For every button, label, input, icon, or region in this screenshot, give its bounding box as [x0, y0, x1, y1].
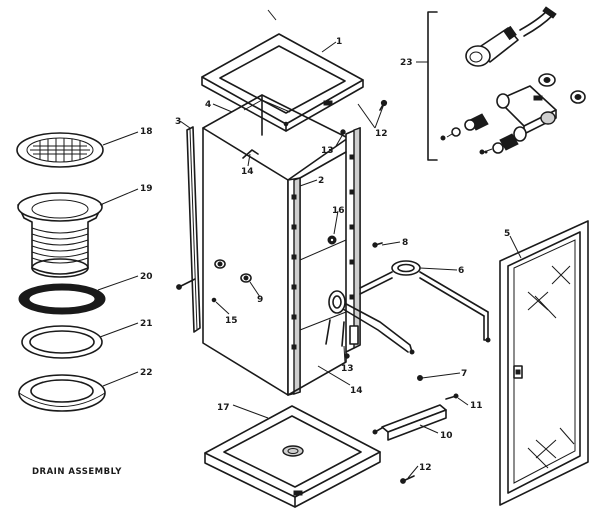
drain-gasket [18, 283, 106, 315]
callout-4: 4 [205, 100, 211, 110]
callout-9: 9 [257, 295, 263, 305]
callout-13-top: 13 [321, 146, 334, 156]
base-pan [204, 405, 381, 508]
trim-strip [186, 126, 201, 333]
drain-washer [21, 325, 103, 359]
callout-16: 16 [332, 206, 345, 216]
callout-13-bottom: 13 [341, 364, 354, 374]
callout-6: 6 [458, 266, 464, 276]
shower-fittings [427, 6, 586, 161]
top-rim-frame [201, 33, 364, 132]
drain-locknut [18, 374, 106, 412]
drain-assembly-caption: DRAIN ASSEMBLY [32, 467, 122, 477]
drain-strainer [16, 132, 104, 168]
callout-19: 19 [140, 184, 153, 194]
callout-5: 5 [504, 229, 510, 239]
shower-door [499, 220, 589, 506]
callout-12-top: 12 [375, 129, 388, 139]
drain-body [17, 192, 103, 278]
callout-leaders [179, 9, 522, 479]
callout-14-top: 14 [241, 167, 254, 177]
callout-17: 17 [217, 403, 230, 413]
callout-10: 10 [440, 431, 453, 441]
callout-labels: 1 2 3 4 5 6 7 8 9 10 11 12 12 13 13 14 1… [140, 37, 510, 473]
cabinet-body [202, 94, 361, 396]
callout-12-bottom: 12 [419, 463, 432, 473]
callout-2: 2 [318, 176, 324, 186]
callout-14-bottom: 14 [350, 386, 363, 396]
drain-leaders [97, 131, 139, 387]
callout-11: 11 [470, 401, 483, 411]
callout-22: 22 [140, 368, 153, 378]
callout-21: 21 [140, 319, 153, 329]
callout-1: 1 [336, 37, 342, 47]
callout-7: 7 [461, 369, 467, 379]
callout-18: 18 [140, 127, 153, 137]
callout-23: 23 [400, 58, 413, 68]
piping-frame [325, 260, 491, 381]
callout-20: 20 [140, 272, 153, 282]
callout-3: 3 [175, 117, 181, 127]
bracket [381, 404, 447, 441]
callout-8: 8 [402, 238, 408, 248]
callout-15: 15 [225, 316, 238, 326]
